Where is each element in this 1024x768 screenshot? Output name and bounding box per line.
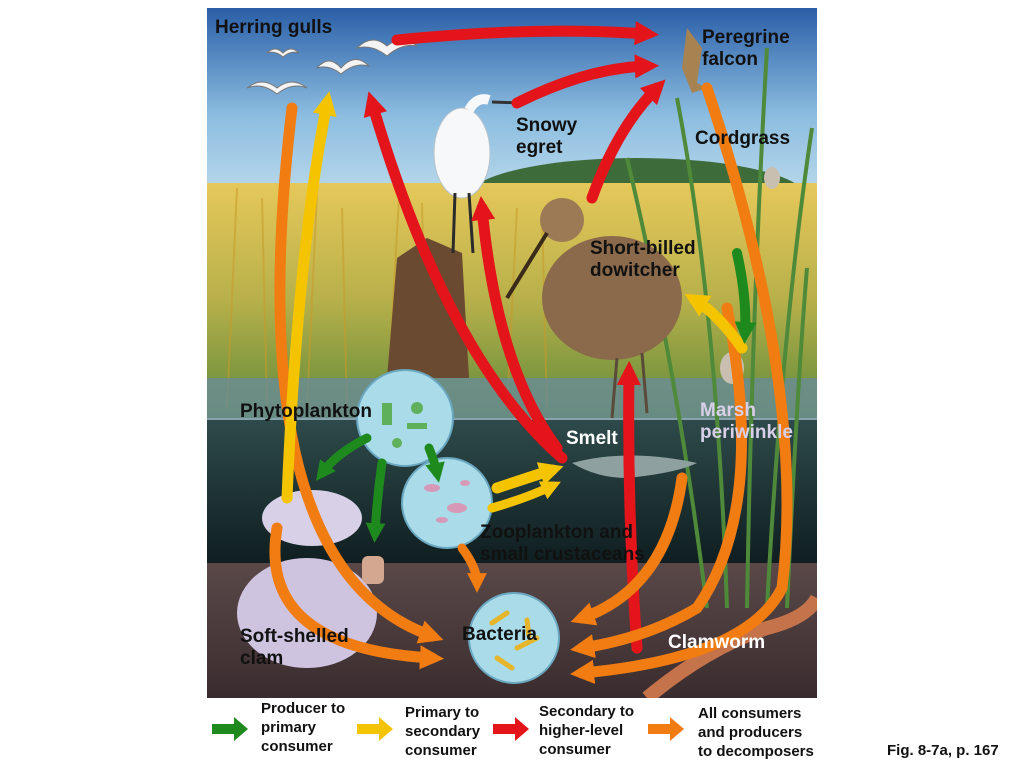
arrow-smelt-to-gulls [363, 91, 568, 464]
arrow-clam-to-gulls [281, 91, 337, 504]
legend-label-secondary-to-higher: Secondary to higher-level consumer [539, 703, 635, 758]
snowy-egret-illustration [433, 94, 523, 254]
label-clamworm: Clamworm [668, 632, 766, 653]
arrow-zooplankton-to-smelt-2 [487, 481, 561, 513]
tree-stump [387, 238, 469, 378]
arrow-falcon-to-bacteria [569, 82, 793, 684]
label-snowy-egret: Snowy egret [516, 115, 578, 158]
label-short-billed-dowitcher: Short-billed dowitcher [590, 238, 696, 281]
legend-arrow-yellow-icon [357, 717, 393, 741]
arrow-cordgrass-to-bacteria [570, 302, 747, 659]
legend-label-primary-to-secondary: Primary to secondary consumer [405, 704, 481, 759]
arrow-egret-to-falcon [511, 54, 660, 109]
arrow-phyto-to-zooplankton [424, 443, 445, 483]
arrow-smelt-to-egret [471, 195, 563, 454]
label-zooplankton: Zooplankton and small crustaceans [480, 522, 645, 565]
snail-shell-top [764, 167, 780, 189]
short-billed-dowitcher-illustration [505, 198, 682, 419]
arrow-zooplankton-to-bacteria [457, 543, 487, 593]
arrow-cordgrass-to-periwinkle [732, 248, 757, 344]
label-herring-gulls: Herring gulls [215, 17, 333, 38]
zooplankton-circle [401, 457, 493, 549]
label-peregrine-falcon: Peregrine falcon [702, 27, 790, 70]
phytoplankton-circle [356, 369, 454, 467]
arrow-phyto-to-clam [316, 433, 372, 481]
label-cordgrass: Cordgrass [695, 128, 791, 149]
arrow-clamworm-to-dowitcher [616, 360, 643, 654]
figure-caption: Fig. 8-7a, p. 167 [887, 742, 999, 759]
clam-siphon [362, 556, 384, 584]
label-soft-shelled-clam: Soft-shelled clam [240, 626, 349, 669]
arrow-gulls-to-falcon [391, 21, 660, 46]
salt-marsh-illustration [207, 8, 817, 698]
arrow-zooplankton-to-smelt [491, 462, 564, 494]
clamworm-illustration [642, 594, 817, 698]
bacteria-cells [489, 610, 540, 671]
label-marsh-periwinkle: Marsh periwinkle [700, 400, 793, 443]
peregrine-falcon-illustration [682, 28, 707, 93]
arrow-dowitcher-to-falcon [586, 79, 666, 204]
zooplankton-organisms [424, 480, 470, 523]
arrow-phyto-to-soft-clam [365, 458, 387, 543]
legend-arrow-red-icon [493, 717, 529, 741]
legend-arrow-green-icon [212, 717, 248, 741]
label-bacteria: Bacteria [462, 624, 537, 645]
arrow-clam-to-bacteria [269, 522, 445, 670]
bacteria-circle [468, 592, 560, 684]
legend-label-to-decomposers: All consumers and producers to decompose… [698, 705, 814, 760]
phytoplankton-cells [382, 402, 427, 448]
food-web-arrows [269, 21, 793, 684]
label-smelt: Smelt [566, 428, 618, 449]
arrow-gulls-to-bacteria [274, 102, 444, 644]
legend-label-producer-to-primary: Producer to primary consumer [261, 700, 346, 755]
arrow-smelt-to-bacteria [570, 472, 688, 626]
legend-arrow-orange-icon [648, 717, 684, 741]
label-phytoplankton: Phytoplankton [240, 401, 372, 422]
